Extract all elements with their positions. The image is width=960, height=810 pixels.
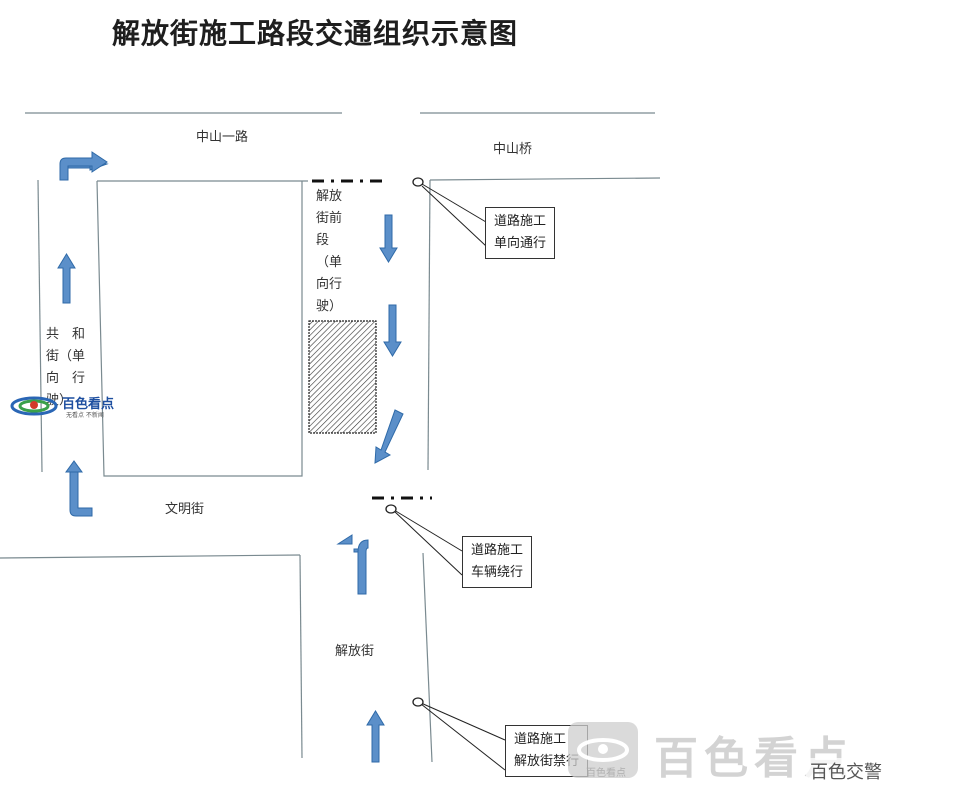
- jiefang-front-line: 向行: [316, 277, 343, 292]
- logo-name: 百色看点: [62, 397, 115, 412]
- gonghe-line: 驶）: [46, 393, 73, 408]
- watermark-account: 百色交警: [806, 758, 886, 784]
- gonghe-street-label: 共 和 街（单 向 行 驶）: [46, 324, 85, 412]
- wenming-south-edge: [0, 554, 301, 559]
- jiefang-east-edge-north: [427, 179, 431, 471]
- callout-markers: [385, 177, 424, 707]
- jiefang-front-line: （单: [316, 255, 343, 270]
- barriers: [312, 179, 432, 500]
- street-label-wenming: 文明街: [165, 502, 205, 517]
- arrow-bottom-left-head: [65, 460, 83, 473]
- jiefang-front-line: 段: [316, 233, 330, 248]
- watermark-small: 百色看点: [586, 768, 626, 779]
- jiefang-front-line: 驶）: [316, 299, 343, 314]
- arrow-up-gonghe: [57, 253, 76, 304]
- marker-no-entry: [412, 697, 424, 707]
- jiefang-west-edge-south: [299, 554, 303, 759]
- construction-zone: [308, 320, 377, 434]
- jiefang-east-edge-south: [422, 552, 433, 763]
- street-label-zhongshan-bridge: 中山桥: [493, 142, 533, 157]
- logo-tagline: 无看点 不新闻: [66, 412, 104, 419]
- callout-line: 道路施工: [494, 214, 547, 229]
- arrow-up-jiefang-south: [366, 710, 385, 763]
- street-label-zhongshan-road: 中山一路: [196, 130, 249, 145]
- arrow-down-2: [383, 304, 402, 357]
- jiefang-front-line: 街前: [316, 211, 343, 226]
- road-lines: [0, 112, 661, 763]
- jiefang-front-line: 解放: [316, 189, 343, 204]
- page-title: 解放街施工路段交通组织示意图: [112, 17, 519, 50]
- street-label-jiefang: 解放街: [335, 644, 375, 659]
- watermark: 百色看点 百色看点 百色交警: [566, 718, 956, 788]
- callout-one-way: 道路施工 单向通行: [485, 207, 556, 259]
- callout-line: 道路施工: [514, 732, 567, 747]
- gonghe-line: 向 行: [46, 371, 86, 386]
- callout-line: 单向通行: [494, 236, 547, 251]
- jiefang-front-label: 解放 街前 段 （单 向行 驶）: [316, 186, 342, 318]
- arrow-bottom-left-stem: [69, 467, 93, 517]
- flow-arrows: [57, 151, 404, 763]
- arrow-wenming-turn-head: [336, 534, 353, 545]
- callout-line: 车辆绕行: [471, 565, 524, 580]
- watermark-logo-icon: [568, 722, 638, 778]
- gonghe-line: 共 和: [46, 327, 86, 342]
- callout-line: 解放街禁行: [514, 754, 580, 769]
- callout-line: 道路施工: [471, 543, 524, 558]
- marker-one-way: [412, 177, 424, 187]
- block-outline: [96, 180, 303, 477]
- marker-detour: [385, 504, 397, 514]
- arrow-down-diagonal: [374, 409, 404, 464]
- gonghe-west-edge: [37, 179, 43, 473]
- gonghe-line: 街（单: [46, 349, 86, 364]
- arrow-turn-right-top-shape: [59, 151, 108, 181]
- callout-leaders: [393, 183, 506, 771]
- baise-logo: 百色看点 无看点 不新闻: [8, 392, 126, 422]
- logo-swoosh-icon: [10, 396, 58, 416]
- arrow-down-1: [379, 214, 398, 263]
- callout-detour: 道路施工 车辆绕行: [462, 536, 533, 588]
- bridge-south-edge: [429, 177, 661, 181]
